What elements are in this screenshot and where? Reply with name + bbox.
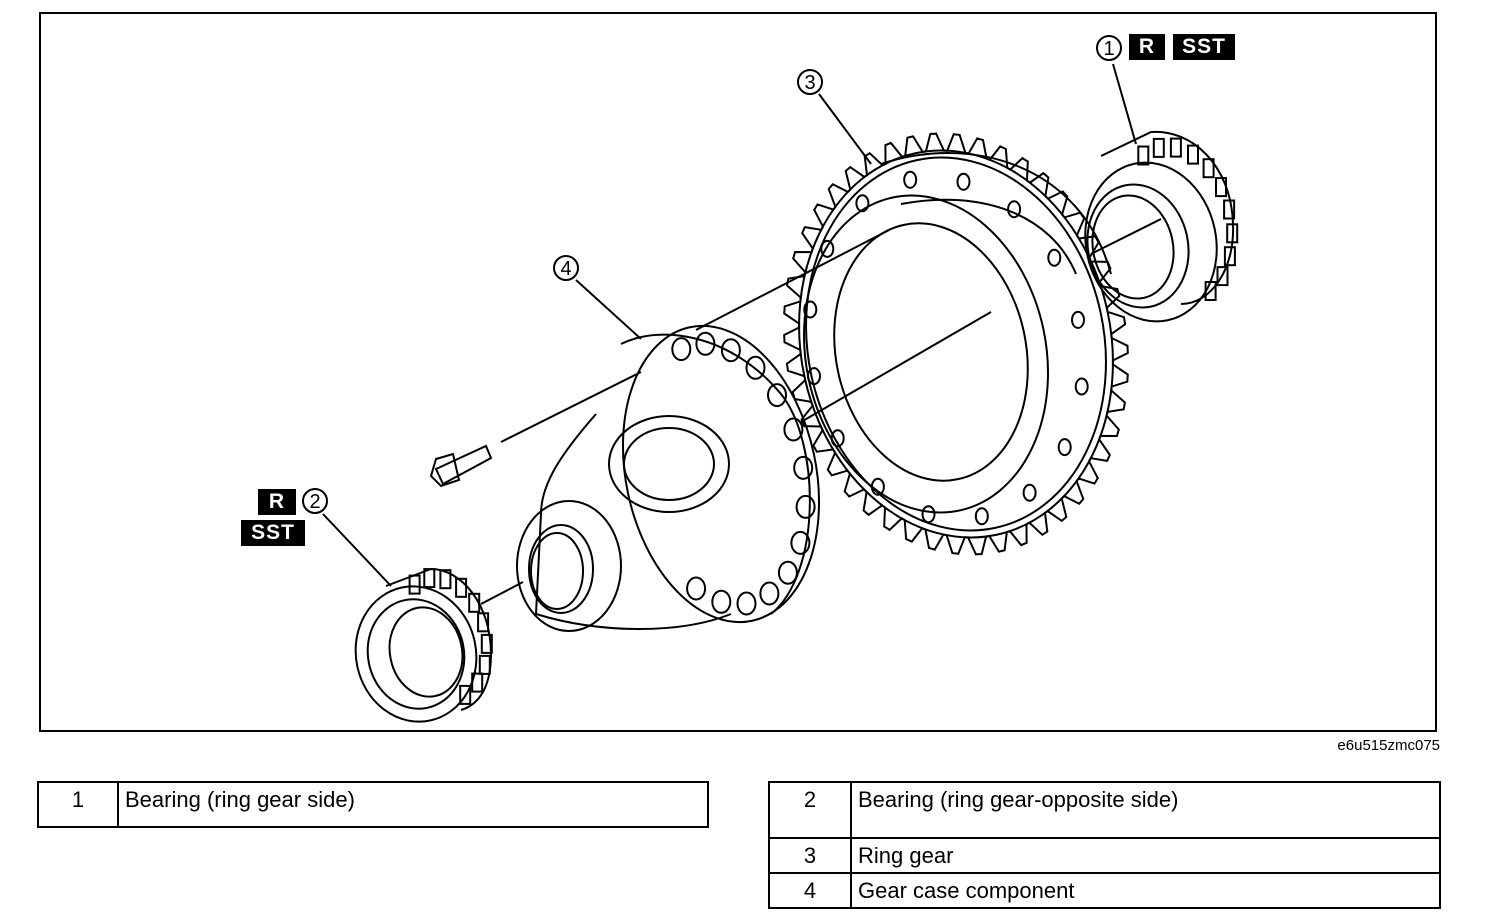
bearing-ring-gear-side xyxy=(1084,130,1239,323)
callout-2-tag-r: R xyxy=(258,489,296,515)
table-row: 2 Bearing (ring gear-opposite side) xyxy=(768,781,1441,839)
callout-2-tag-sst: SST xyxy=(241,520,305,546)
ring-gear-bolt xyxy=(429,371,642,488)
exploded-view-diagram: 1 3 4 2 R SST R SST xyxy=(39,12,1437,732)
callout-2-number: 2 xyxy=(309,491,320,513)
legend-label: Bearing (ring gear side) xyxy=(117,781,709,828)
bearing-ring-gear-opposite-side xyxy=(354,567,493,723)
callout-1-number: 1 xyxy=(1103,38,1114,60)
gear-case-bolt-holes xyxy=(671,331,816,616)
ring-gear-teeth xyxy=(783,132,1129,556)
legend-num: 1 xyxy=(37,781,119,828)
ring-gear xyxy=(783,132,1129,556)
legend-label: Gear case component xyxy=(850,872,1441,909)
callout-4-number: 4 xyxy=(560,258,571,280)
callout-1-tag-r: R xyxy=(1129,34,1165,60)
legend-table-left: 1 Bearing (ring gear side) xyxy=(37,781,709,828)
diagram-drawing: 1 3 4 2 xyxy=(302,35,1239,723)
legend-label: Ring gear xyxy=(850,837,1441,874)
legend-table-right: 2 Bearing (ring gear-opposite side) 3 Ri… xyxy=(768,781,1441,909)
legend-num: 3 xyxy=(768,837,852,874)
legend-num: 2 xyxy=(768,781,852,839)
gear-case xyxy=(516,324,821,632)
table-row: 1 Bearing (ring gear side) xyxy=(37,781,709,828)
table-row: 3 Ring gear xyxy=(768,837,1441,874)
legend-num: 4 xyxy=(768,872,852,909)
callout-3-number: 3 xyxy=(804,72,815,94)
callout-1-tag-sst: SST xyxy=(1173,34,1235,60)
ring-gear-bolt-holes xyxy=(803,170,1089,526)
legend-label: Bearing (ring gear-opposite side) xyxy=(850,781,1441,839)
figure-code: e6u515zmc075 xyxy=(1337,737,1440,754)
table-row: 4 Gear case component xyxy=(768,872,1441,909)
